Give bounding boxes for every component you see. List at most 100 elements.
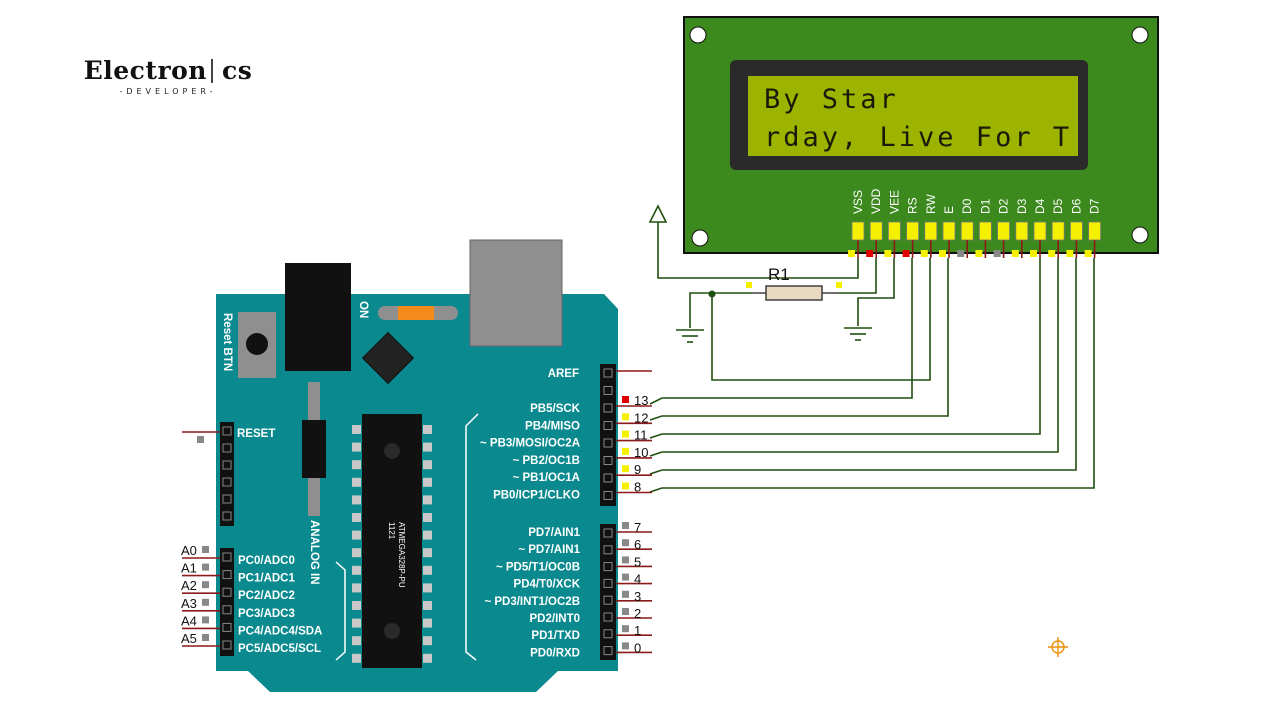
chip-pin (423, 636, 432, 646)
pin-state-marker (957, 250, 965, 257)
wire-vss (657, 222, 859, 279)
pin-state-marker (202, 563, 209, 571)
header-hole (603, 578, 613, 588)
digital-pin-label: PD7/AIN1 (528, 527, 580, 539)
digital-pin-number: 1 (634, 623, 641, 638)
chip-pin (352, 460, 361, 470)
header-hole (603, 562, 613, 572)
header-hole (222, 426, 232, 436)
lcd-pin-pad (851, 221, 865, 241)
digital-pin-label: ~ PD3/INT1/OC2B (484, 596, 580, 608)
pin-state-marker (622, 522, 629, 529)
crosshair-icon (1048, 637, 1068, 657)
mount-hole-icon (1131, 226, 1149, 244)
lcd-pin-label: D1 (978, 198, 992, 214)
diode-lead (308, 478, 320, 516)
chip-pin (423, 460, 432, 470)
analog-pin-number: A3 (181, 596, 197, 611)
pin-state-marker (622, 430, 629, 438)
wire-d7 (649, 258, 1095, 493)
chip-pin (352, 583, 361, 593)
power-terminal-icon (648, 204, 668, 223)
digital-pin-number: 5 (634, 554, 641, 569)
pin-state-marker (202, 546, 209, 553)
digital-pin-label: PB0/ICP1/CLKO (493, 490, 580, 502)
digital-pin-label: PD1/TXD (531, 630, 580, 642)
pin-state-marker (622, 413, 629, 421)
analog-header (220, 548, 234, 656)
digital-pin-number: 7 (634, 520, 641, 535)
header-hole (603, 421, 613, 430)
chip-pin (423, 618, 432, 628)
header-hole (222, 587, 232, 597)
chip-pin (423, 565, 432, 575)
reset-button-cap (246, 333, 268, 355)
pin-state-marker (975, 250, 983, 257)
digital-pin-number: 11 (634, 428, 648, 443)
lcd-pin-pad (1088, 221, 1101, 241)
pin-state-marker (622, 447, 629, 455)
diode-lead (308, 382, 320, 422)
header-hole (222, 511, 232, 521)
header-holes (222, 368, 613, 656)
power-header (220, 422, 234, 526)
chip-pin (423, 495, 432, 505)
analog-bracket (335, 561, 346, 661)
digital-pin-label: PD2/INT0 (530, 613, 581, 625)
analog-pin-number: A1 (181, 561, 197, 576)
lcd-screen (748, 76, 1078, 156)
header-hole (222, 477, 232, 487)
lcd-pin-pad (960, 221, 974, 241)
wire-vdd (838, 258, 877, 294)
digital-pin-number: 10 (634, 445, 648, 460)
wire-d6 (649, 258, 1077, 475)
header-hole (222, 552, 232, 562)
lcd-pin-label: VSS (851, 190, 865, 214)
chip-pin (352, 636, 361, 646)
digital-pin-number: 6 (634, 537, 641, 552)
header-hole (603, 473, 613, 483)
reset-btn-label: Reset BTN (221, 313, 233, 371)
chip-pin (352, 513, 361, 522)
analog-pin-number: A0 (181, 543, 197, 558)
chip-pins (352, 425, 432, 663)
header-hole (222, 622, 232, 632)
wire-r1-gnd (689, 292, 752, 328)
digital-pin-number: 8 (634, 480, 641, 495)
chip-pin (423, 601, 432, 610)
pin-state-marker (1011, 250, 1019, 257)
pin-state-marker (1066, 250, 1074, 257)
pin-state-marker (622, 608, 629, 615)
analog-pin-number: A2 (181, 578, 197, 593)
lcd-pin-pad (906, 221, 919, 241)
chip-pin (423, 477, 432, 487)
digital-pin-number: 2 (634, 606, 641, 621)
digital-pin-number: 13 (634, 393, 648, 408)
pin-state-marker (1048, 250, 1056, 257)
wire-d5 (649, 258, 1059, 457)
pin-state-marker (622, 539, 629, 547)
lcd-pin-pad (1033, 221, 1047, 241)
lcd-pin-pad (924, 221, 938, 241)
chip-pin (352, 601, 361, 610)
lcd-pin-pad (1051, 221, 1065, 241)
analog-pin-number: A5 (181, 631, 197, 646)
power-jack (285, 263, 351, 371)
lcd-pin-label: D3 (1015, 198, 1029, 214)
pin-state-marker (622, 482, 629, 490)
lcd-pin-label: E (942, 206, 956, 214)
pin-state-marker (202, 581, 209, 589)
header-hole (222, 494, 232, 504)
analog-pin-number: A4 (181, 613, 197, 628)
header-hole (603, 612, 613, 622)
digital-pin-label: PD4/T0/XCK (514, 579, 581, 591)
lcd-pin-label: D5 (1051, 198, 1065, 214)
pin-state-marker (622, 556, 629, 564)
analog-labels: PC0/ADC0PC1/ADC1PC2/ADC2PC3/ADC3PC4/ADC4… (238, 555, 322, 655)
header-hole (222, 443, 232, 453)
mount-hole-icon (691, 229, 709, 247)
digital-pin-label: PB4/MISO (525, 420, 580, 432)
chip-pin (352, 548, 361, 558)
pin-state-marker (622, 465, 629, 473)
